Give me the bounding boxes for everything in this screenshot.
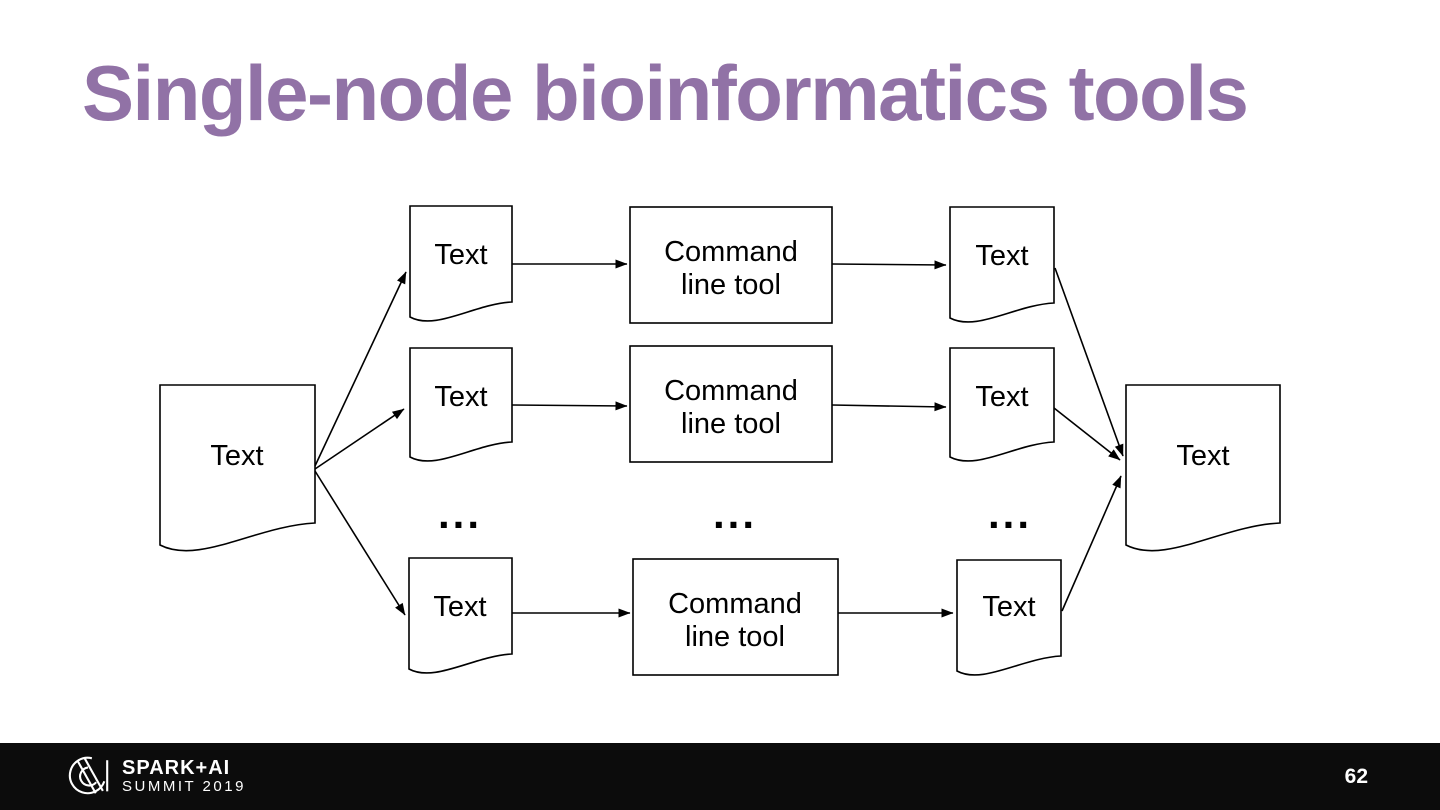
ellipsis-input-column: ... (438, 490, 482, 537)
row2-input-document-shape (409, 347, 513, 462)
arrow-row2-input-to-tool (511, 401, 628, 411)
row1-output-label: Text (975, 240, 1028, 272)
row3-tool-label-line1: Command (668, 588, 802, 620)
arrow-row1-tool-to-output (831, 260, 947, 270)
arrow-row1-to-output (1054, 267, 1124, 457)
row3-tool-label-line2: line tool (685, 621, 785, 653)
row3-tool-box (632, 558, 839, 676)
row3-input-document-shape (408, 557, 513, 674)
spark-summit-logo-icon (68, 756, 109, 795)
footer-bar: SPARK+AI SUMMIT 2019 62 (0, 743, 1440, 810)
input-document-label: Text (210, 440, 263, 472)
row1-input-document-shape (409, 205, 513, 322)
row3-output-label: Text (982, 591, 1035, 623)
row1-tool-label-line1: Command (664, 236, 798, 268)
ellipsis-tool-column: ... (713, 490, 757, 537)
row2-tool-label-line2: line tool (681, 408, 781, 440)
arrow-row3-to-output (1061, 475, 1122, 612)
row1-tool-label-line2: line tool (681, 269, 781, 301)
row2-tool-box (629, 345, 833, 463)
row2-tool-label-line1: Command (664, 375, 798, 407)
input-document-shape (159, 384, 316, 552)
slide-title: Single-node bioinformatics tools (82, 49, 1249, 137)
arrow-row2-to-output (1053, 407, 1121, 461)
row1-output-document-shape (949, 206, 1055, 323)
arrow-input-to-row2 (314, 408, 405, 470)
ellipsis-output-column: ... (988, 490, 1032, 537)
row1-input-label: Text (434, 239, 487, 271)
output-document-label: Text (1176, 440, 1229, 472)
arrow-input-to-row1 (314, 271, 407, 467)
row2-output-label: Text (975, 381, 1028, 413)
row3-input-label: Text (433, 591, 486, 623)
row2-input-label: Text (434, 381, 487, 413)
arrow-input-to-row3 (314, 470, 406, 616)
brand-name: SPARK+AI (122, 757, 231, 780)
brand-subtitle: SUMMIT 2019 (122, 778, 246, 796)
row1-tool-box (629, 206, 833, 324)
page-number: 62 (1344, 764, 1368, 788)
arrow-row2-tool-to-output (831, 402, 947, 412)
output-document-shape (1125, 384, 1281, 552)
brand-text: SPARK+AI SUMMIT 2019 (122, 757, 246, 796)
row2-output-document-shape (949, 347, 1055, 462)
row3-output-document-shape (956, 559, 1062, 676)
brand-logo: SPARK+AI SUMMIT 2019 (66, 754, 246, 799)
